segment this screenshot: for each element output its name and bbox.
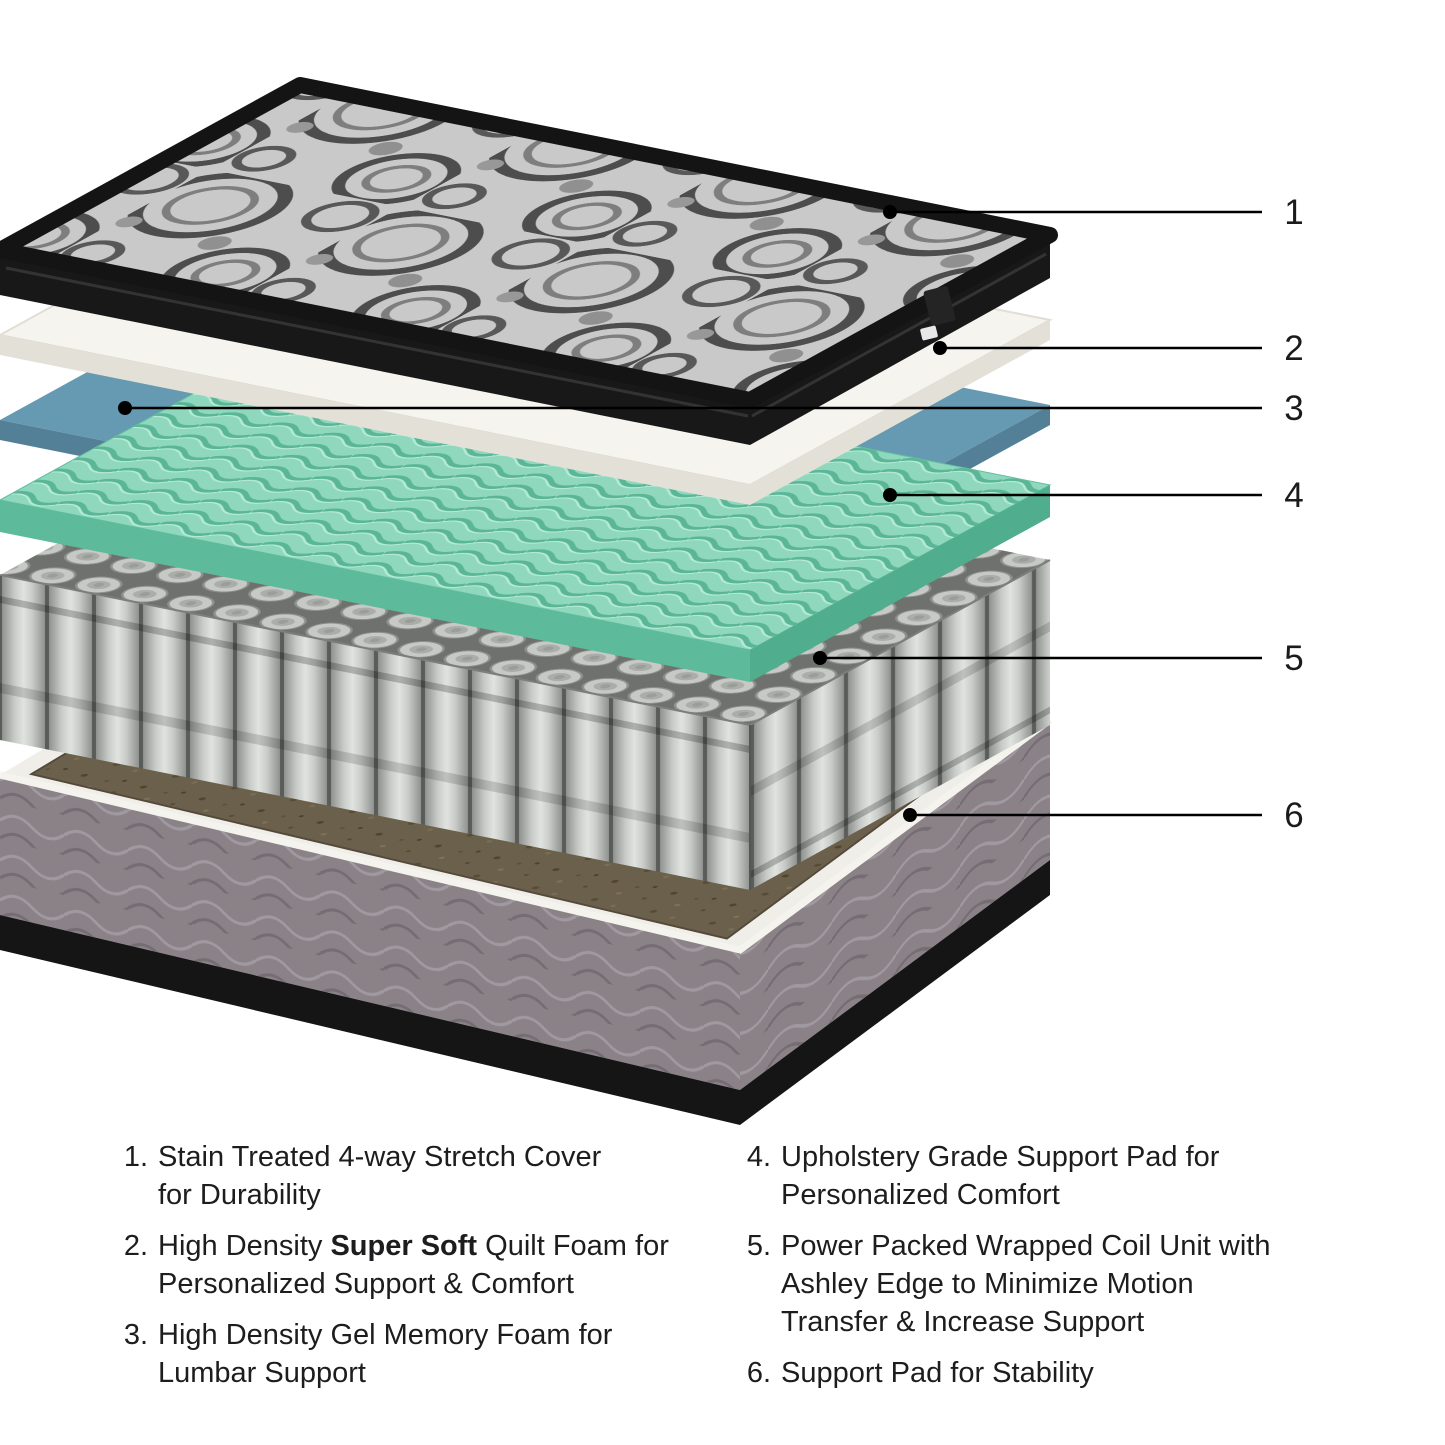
legend-left-column: 1. Stain Treated 4-way Stretch Cover for… bbox=[112, 1138, 712, 1405]
legend-2-line-2: Personalized Support & Comfort bbox=[158, 1268, 574, 1300]
legend-5-line-3: Transfer & Increase Support bbox=[781, 1306, 1145, 1338]
legend-item-2: 2. High Density Super Soft Quilt Foam fo… bbox=[112, 1227, 712, 1303]
legend-5-line-2: Ashley Edge to Minimize Motion bbox=[781, 1268, 1194, 1300]
callout-number-4: 4 bbox=[1284, 476, 1303, 515]
legend-number-5: 5. bbox=[746, 1230, 771, 1262]
legend-6-line-1: Support Pad for Stability bbox=[781, 1357, 1094, 1389]
legend-4-line-1: Upholstery Grade Support Pad for bbox=[781, 1141, 1220, 1173]
cover-quilted-top bbox=[0, 77, 1058, 408]
legend-number-2: 2. bbox=[123, 1230, 148, 1262]
legend-number-3: 3. bbox=[123, 1319, 148, 1351]
legend-text-6: Support Pad for Stability bbox=[781, 1354, 1094, 1392]
callout-dot-6 bbox=[903, 808, 917, 822]
legend-4-line-2: Personalized Comfort bbox=[781, 1179, 1060, 1211]
base-side-right bbox=[740, 720, 1050, 1090]
legend-1-line-1: Stain Treated 4-way Stretch Cover bbox=[158, 1141, 602, 1173]
legend-2-bold: Super Soft bbox=[330, 1230, 478, 1262]
legend-2-pre: High Density bbox=[158, 1230, 331, 1262]
legend-3-line-2: Lumbar Support bbox=[158, 1357, 366, 1389]
callout-number-6: 6 bbox=[1284, 796, 1303, 835]
legend-text-3: High Density Gel Memory Foam for Lumbar … bbox=[158, 1316, 612, 1392]
legend-right-column: 4. Upholstery Grade Support Pad for Pers… bbox=[735, 1138, 1355, 1405]
coil-front-right-face bbox=[750, 560, 1050, 890]
legend-item-5: 5. Power Packed Wrapped Coil Unit with A… bbox=[735, 1227, 1355, 1341]
legend-item-3: 3. High Density Gel Memory Foam for Lumb… bbox=[112, 1316, 712, 1392]
legend-2-line-1: High Density Super Soft Quilt Foam for bbox=[158, 1227, 669, 1265]
cover-label-tag-small bbox=[920, 325, 938, 341]
callout-number-1: 1 bbox=[1284, 193, 1303, 232]
cover-black-band bbox=[0, 235, 1050, 445]
cover-band-seam bbox=[5, 266, 749, 418]
legend-number-1: 1. bbox=[123, 1141, 148, 1173]
legend-3-line-1: High Density Gel Memory Foam for bbox=[158, 1319, 613, 1351]
legend-number-6: 6. bbox=[746, 1357, 771, 1389]
legend-5-line-1: Power Packed Wrapped Coil Unit with bbox=[781, 1230, 1271, 1262]
callout-dot-5 bbox=[813, 651, 827, 665]
coil-front-left-face bbox=[0, 575, 750, 890]
callout-number-3: 3 bbox=[1284, 389, 1303, 428]
legend-item-4: 4. Upholstery Grade Support Pad for Pers… bbox=[735, 1138, 1355, 1214]
layer-4-support-pad bbox=[0, 334, 1052, 682]
legend-item-1: 1. Stain Treated 4-way Stretch Cover for… bbox=[112, 1138, 712, 1214]
legend-item-6: 6. Support Pad for Stability bbox=[735, 1354, 1355, 1392]
legend-1-line-2: for Durability bbox=[158, 1179, 321, 1211]
legend-text-2: High Density Super Soft Quilt Foam for P… bbox=[158, 1227, 669, 1303]
legend-text-1: Stain Treated 4-way Stretch Cover for Du… bbox=[158, 1138, 601, 1214]
base-rim-lip bbox=[0, 717, 1053, 954]
callout-number-2: 2 bbox=[1284, 329, 1303, 368]
cover-band-seam-2 bbox=[751, 252, 1047, 418]
callout-number-5: 5 bbox=[1284, 639, 1303, 678]
green-pad-side-right bbox=[750, 485, 1050, 682]
callout-dot-3 bbox=[118, 401, 132, 415]
layer-1-stretch-cover bbox=[0, 77, 1058, 445]
legend-2-post: Quilt Foam for bbox=[477, 1230, 669, 1262]
callout-numbers: 1 2 3 4 5 6 bbox=[1284, 193, 1303, 835]
callout-dots bbox=[118, 205, 947, 822]
base-bottom-band-right bbox=[740, 860, 1050, 1125]
callout-dot-4 bbox=[883, 488, 897, 502]
green-pad-side-left bbox=[0, 500, 750, 682]
callout-lines bbox=[125, 210, 1262, 817]
cover-label-tag bbox=[923, 286, 956, 326]
callout-dot-2 bbox=[933, 341, 947, 355]
base-side-left bbox=[0, 775, 740, 1090]
legend-text-5: Power Packed Wrapped Coil Unit with Ashl… bbox=[781, 1227, 1270, 1341]
callout-dot-1 bbox=[883, 205, 897, 219]
legend-number-4: 4. bbox=[746, 1141, 771, 1173]
legend-text-4: Upholstery Grade Support Pad for Persona… bbox=[781, 1138, 1219, 1214]
base-bottom-band-left bbox=[0, 915, 740, 1125]
